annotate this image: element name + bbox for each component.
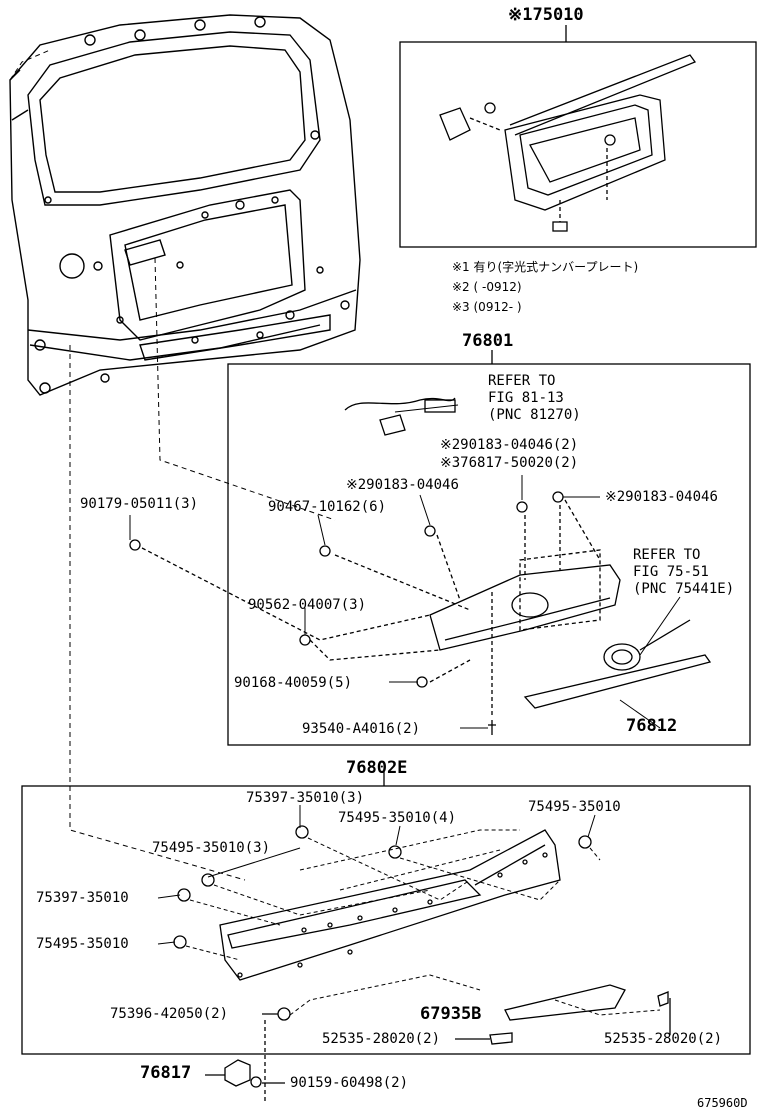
refer-1-line-3: (PNC 81270)	[488, 407, 581, 423]
part-label: 76812	[626, 716, 678, 736]
lower-garnish-assembly	[173, 825, 669, 1045]
part-label: 93540-A4016(2)	[302, 721, 421, 737]
refer-2-line-1: REFER TO	[633, 547, 701, 563]
part-label: ※290183-04046	[346, 477, 459, 493]
part-label: 75397-35010	[36, 890, 129, 906]
note-3: ※3 (0912- )	[452, 300, 522, 314]
frame-76801	[227, 363, 751, 746]
part-label: 90159-60498(2)	[290, 1075, 409, 1091]
note-2: ※2 ( -0912)	[452, 280, 522, 294]
part-label: 90179-05011(3)	[80, 496, 199, 512]
section-76801-title: 76801	[462, 331, 514, 351]
note-1: ※1 有り(字光式ナンバープレート)	[452, 260, 639, 274]
part-label: 90467-10162(6)	[268, 499, 387, 515]
refer-2-line-3: (PNC 75441E)	[633, 581, 735, 597]
part-label: 52535-28020(2)	[604, 1031, 723, 1047]
part-label: 90562-04007(3)	[248, 597, 367, 613]
refer-2-line-2: FIG 75-51	[633, 564, 709, 580]
part-label: 75495-35010(3)	[152, 840, 271, 856]
bottom-fastener-parts	[205, 998, 671, 1104]
frame-76802E	[21, 785, 751, 1055]
license-lamp-assembly	[439, 54, 697, 232]
part-label: 75495-35010	[36, 936, 129, 952]
part-label: ※290183-04046	[605, 489, 718, 505]
part-label: 75495-35010	[528, 799, 621, 815]
back-door-panel	[9, 14, 361, 396]
header-code: ※175010	[508, 5, 584, 25]
illustration-id: 675960D	[697, 1096, 748, 1110]
part-label: 75397-35010(3)	[246, 790, 365, 806]
part-label: 75495-35010(4)	[338, 810, 457, 826]
garnish-assembly	[129, 397, 712, 735]
refer-1-line-1: REFER TO	[488, 373, 556, 389]
part-label: 76817	[140, 1063, 192, 1083]
part-label: 52535-28020(2)	[322, 1031, 441, 1047]
part-label: ※290183-04046(2)	[440, 437, 579, 453]
part-label: 67935B	[420, 1004, 482, 1024]
refer-1-line-2: FIG 81-13	[488, 390, 564, 406]
part-label: 75396-42050(2)	[110, 1006, 229, 1022]
part-label: 90168-40059(5)	[234, 675, 353, 691]
frame-75010	[399, 41, 757, 248]
part-label: ※376817-50020(2)	[440, 455, 579, 471]
section-76802E-title: 76802E	[346, 758, 408, 778]
